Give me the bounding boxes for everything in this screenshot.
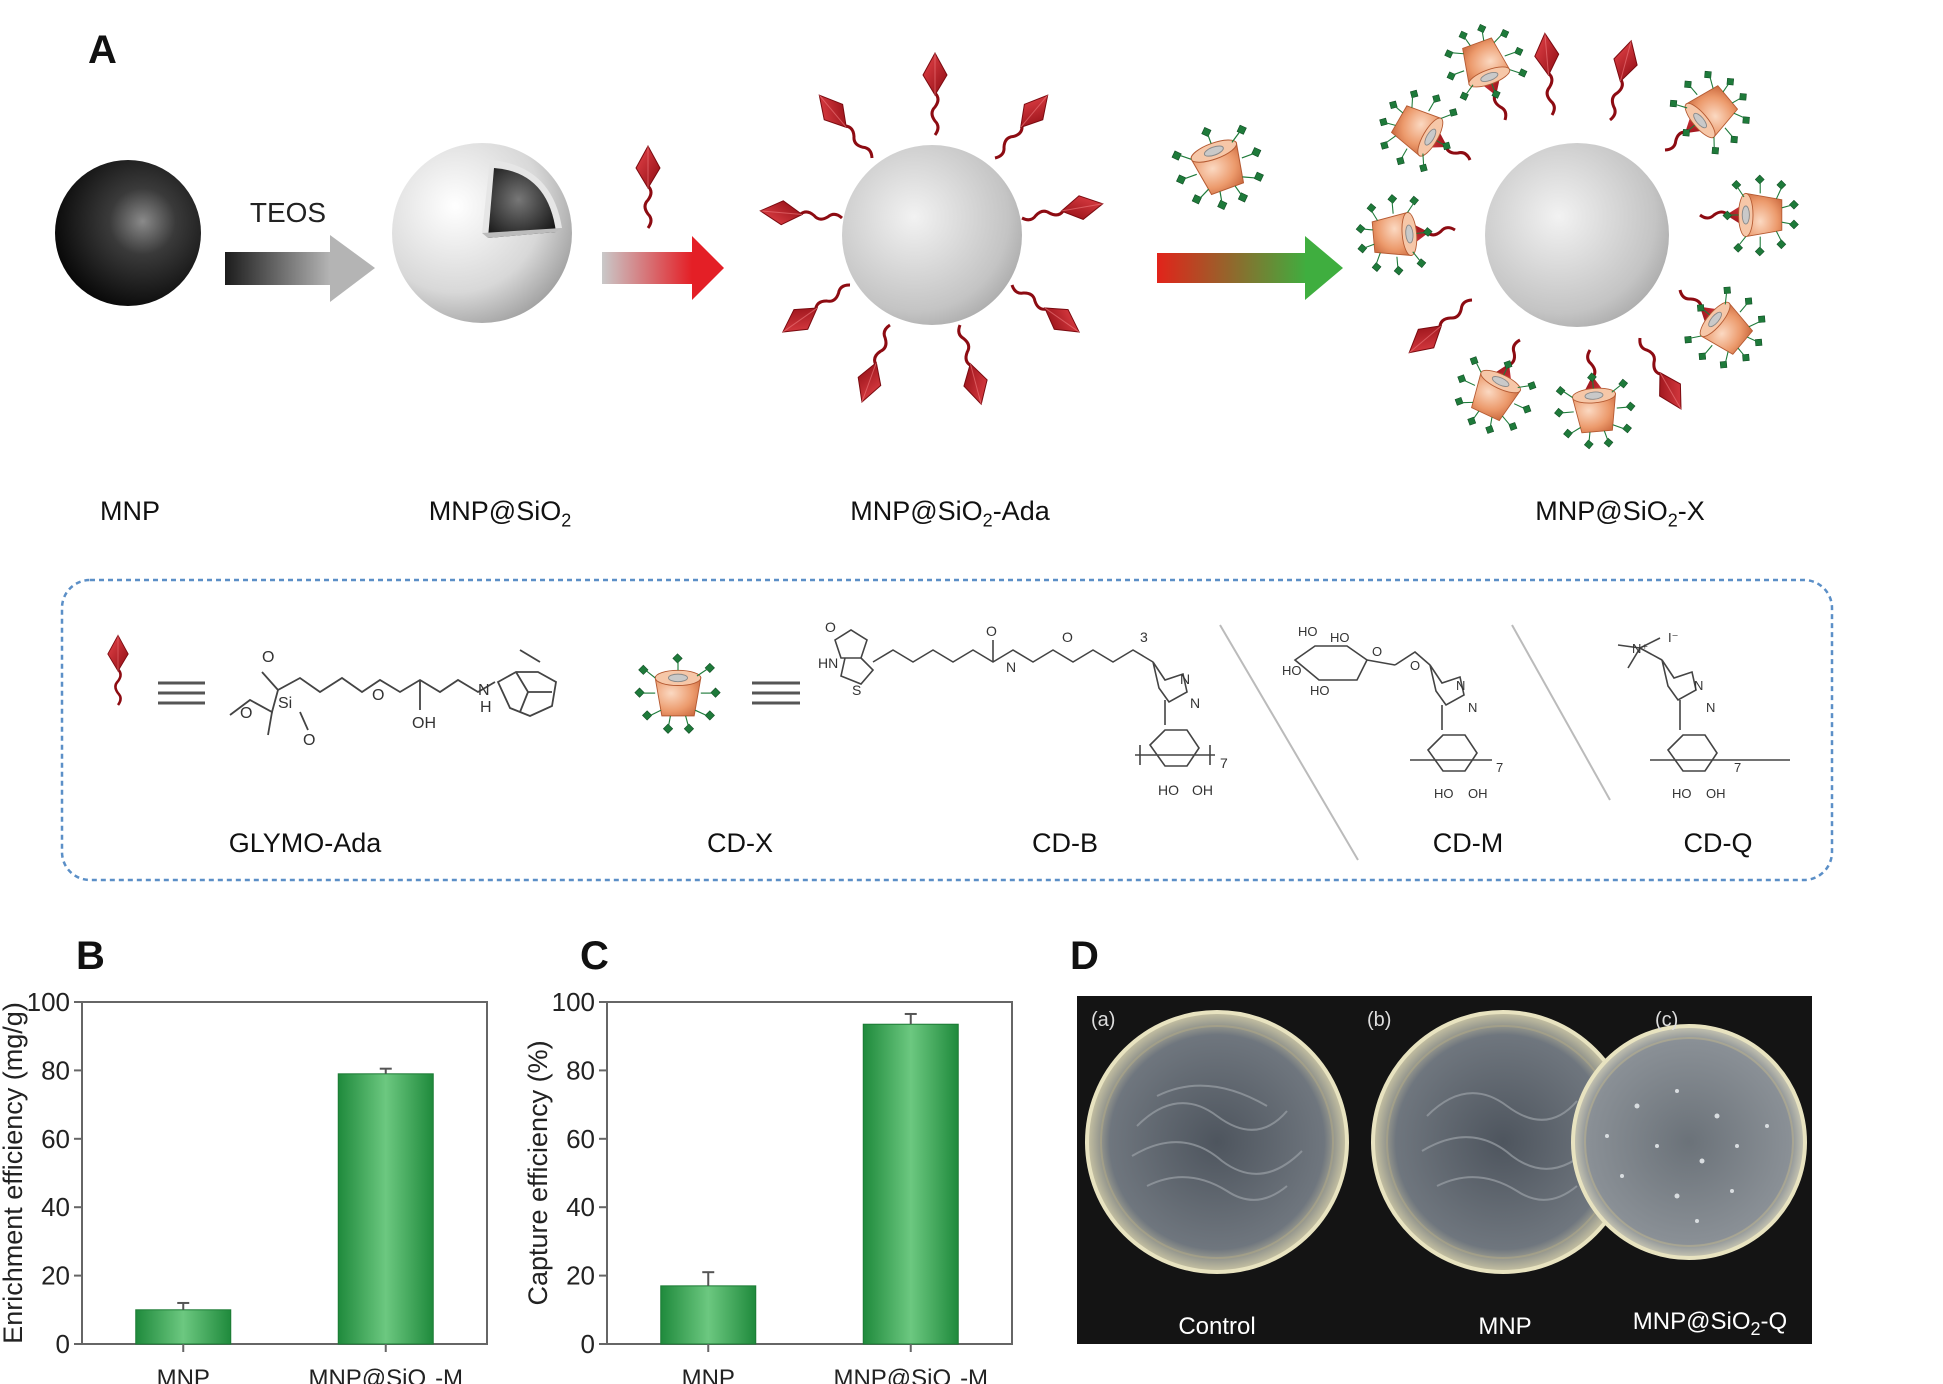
svg-text:OH: OH — [1468, 786, 1488, 801]
y-tick-label: 100 — [552, 987, 595, 1017]
svg-text:O: O — [825, 619, 836, 635]
mnp-sio2-particle — [392, 143, 572, 323]
svg-text:N: N — [1180, 671, 1190, 687]
panel-a-schematic: TEOS — [55, 0, 1943, 560]
y-axis-label: Capture efficiency (%) — [525, 1040, 553, 1305]
stage-label-mnp: MNP — [100, 496, 160, 526]
mnp-particle — [55, 160, 201, 306]
svg-text:O: O — [1410, 658, 1420, 673]
svg-text:HO: HO — [1158, 782, 1179, 798]
svg-text:S: S — [852, 682, 861, 698]
bar — [862, 1023, 959, 1345]
glymo-ada-structure — [229, 649, 557, 736]
y-tick-label: 80 — [566, 1055, 595, 1085]
teos-text: TEOS — [250, 197, 326, 228]
svg-text:N: N — [478, 682, 490, 699]
cd-arrow — [1157, 236, 1343, 300]
panel-b-label: B — [76, 934, 105, 978]
stage-label-mnp-sio2-ada: MNP@SiO2-Ada — [850, 496, 1050, 531]
y-tick-label: 100 — [27, 987, 70, 1017]
svg-text:N: N — [1694, 678, 1703, 693]
svg-text:HO: HO — [1298, 624, 1318, 639]
x-tick-label: MNP@SiO2-M — [308, 1365, 463, 1384]
svg-text:O: O — [1372, 644, 1382, 659]
bar — [660, 1285, 757, 1345]
ada-arrow — [602, 236, 724, 300]
svg-text:HO: HO — [1282, 663, 1302, 678]
svg-text:N: N — [1706, 700, 1715, 715]
legend-label-cd-x: CD-X — [707, 828, 773, 858]
dish-caption-mnp: MNP — [1478, 1313, 1532, 1340]
legend-box: O Si O O O OH N H O HN S O N O 3 N N HO … — [60, 578, 1834, 882]
svg-text:7: 7 — [1734, 760, 1741, 775]
svg-text:I⁻: I⁻ — [1668, 630, 1678, 645]
dish-caption-control: Control — [1178, 1313, 1256, 1340]
mnp-sio2-x-particle — [1353, 14, 1798, 452]
y-tick-label: 0 — [581, 1329, 595, 1359]
stage-label-mnp-sio2-x: MNP@SiO2-X — [1535, 496, 1705, 531]
panel-d-label: D — [1070, 934, 1099, 978]
svg-text:OH: OH — [1706, 786, 1726, 801]
y-tick-label: 40 — [41, 1192, 70, 1222]
stage-label-mnp-sio2: MNP@SiO2 — [428, 496, 572, 531]
svg-text:7: 7 — [1220, 755, 1228, 771]
svg-text:N: N — [1006, 659, 1016, 675]
svg-text:(a): (a) — [1091, 1009, 1115, 1031]
svg-text:N: N — [1190, 695, 1200, 711]
mnp-sio2-ada-particle — [757, 51, 1107, 409]
svg-text:O: O — [986, 623, 997, 639]
y-tick-label: 40 — [566, 1192, 595, 1222]
svg-text:N⁺: N⁺ — [1632, 641, 1648, 656]
legend-label-cd-m: CD-M — [1432, 828, 1504, 858]
svg-text:OH: OH — [412, 715, 436, 732]
svg-text:7: 7 — [1496, 760, 1503, 775]
bar — [337, 1073, 434, 1345]
y-tick-label: 80 — [41, 1055, 70, 1085]
x-tick-label: MNP — [682, 1365, 735, 1384]
plot-frame — [606, 1001, 1013, 1345]
svg-text:3: 3 — [1140, 629, 1148, 645]
svg-text:Si: Si — [278, 695, 292, 712]
svg-text:OH: OH — [1192, 782, 1213, 798]
bar — [135, 1309, 232, 1345]
y-tick-label: 20 — [566, 1261, 595, 1291]
y-tick-label: 20 — [41, 1261, 70, 1291]
svg-text:(b): (b) — [1367, 1009, 1391, 1031]
dish-caption-mnp-sio2-q: MNP@SiO2-Q — [1632, 1308, 1788, 1339]
cd-m-structure — [1293, 645, 1492, 772]
panel-a-label: A — [88, 28, 117, 72]
svg-text:H: H — [480, 699, 492, 716]
svg-text:HO: HO — [1672, 786, 1692, 801]
svg-text:HO: HO — [1310, 683, 1330, 698]
svg-text:(c): (c) — [1655, 1009, 1678, 1031]
svg-text:O: O — [303, 732, 315, 749]
y-tick-label: 0 — [56, 1329, 70, 1359]
cd-q-structure — [1617, 637, 1790, 772]
cd-b-structure — [834, 629, 1215, 767]
teos-arrow — [225, 235, 375, 302]
svg-text:O: O — [372, 687, 384, 704]
legend-label-cd-q: CD-Q — [1683, 828, 1753, 858]
x-tick-label: MNP — [157, 1365, 210, 1384]
panel-c-label: C — [580, 934, 609, 978]
svg-text:N: N — [1456, 678, 1465, 693]
x-tick-label: MNP@SiO2-M — [833, 1365, 988, 1384]
y-tick-label: 60 — [566, 1124, 595, 1154]
svg-text:O: O — [262, 649, 274, 666]
y-axis-label: Enrichment efficiency (mg/g) — [0, 1002, 28, 1344]
svg-text:O: O — [1062, 629, 1073, 645]
legend-label-glymo-ada: GLYMO-Ada — [228, 828, 382, 858]
plot-frame — [81, 1001, 488, 1345]
svg-text:HN: HN — [818, 655, 838, 671]
petri-dish-photo: (a) (b) (c) — [1077, 996, 1812, 1344]
svg-text:HO: HO — [1330, 630, 1350, 645]
svg-text:HO: HO — [1434, 786, 1454, 801]
legend-label-cd-b: CD-B — [1032, 828, 1098, 858]
y-tick-label: 60 — [41, 1124, 70, 1154]
svg-text:N: N — [1468, 700, 1477, 715]
svg-text:O: O — [240, 705, 252, 722]
